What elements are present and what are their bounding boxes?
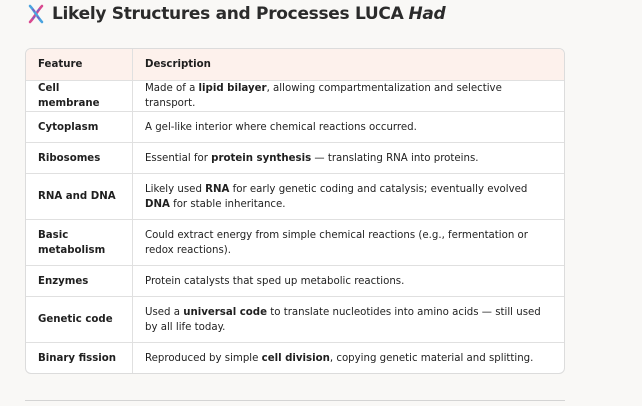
table-header-row: Feature Description <box>26 49 564 81</box>
heading-title-emphasis: Had <box>408 4 446 24</box>
description-cell: Likely used RNA for early genetic coding… <box>132 173 564 220</box>
description-text: for stable inheritance. <box>169 198 286 210</box>
section-heading: Likely Structures and Processes LUCA Had <box>26 4 446 24</box>
table-row: Basic metabolism Could extract energy fro… <box>26 219 564 266</box>
feature-cell: Enzymes <box>26 265 133 297</box>
description-cell: A gel-like interior where chemical react… <box>132 111 564 143</box>
feature-cell: RNA and DNA <box>26 173 133 220</box>
description-text: for early genetic coding and catalysis; … <box>229 183 528 195</box>
heading-title: Likely Structures and Processes LUCA <box>52 4 404 24</box>
table-row: Enzymes Protein catalysts that sped up me… <box>26 265 564 297</box>
description-text: Used a <box>145 306 184 318</box>
description-text: Could extract energy from simple chemica… <box>145 229 528 256</box>
description-text: , allowing compartmentalization and sele… <box>145 83 502 109</box>
description-text: Protein catalysts that sped up metabolic… <box>145 275 405 287</box>
feature-cell: Ribosomes <box>26 142 133 174</box>
table-row: Cytoplasm A gel-like interior where chemi… <box>26 111 564 143</box>
description-text: , copying genetic material and splitting… <box>329 352 534 364</box>
dna-icon <box>28 4 44 24</box>
description-cell: Could extract energy from simple chemica… <box>132 219 564 266</box>
description-text: Likely used <box>145 183 206 195</box>
column-header-feature: Feature <box>26 49 133 81</box>
description-emphasis: DNA <box>145 198 170 210</box>
description-cell: Used a universal code to translate nucle… <box>132 296 564 343</box>
description-cell: Protein catalysts that sped up metabolic… <box>132 265 564 297</box>
column-header-description: Description <box>132 49 564 81</box>
description-text: Reproduced by simple <box>145 352 262 364</box>
divider <box>25 400 565 401</box>
feature-cell: Cell membrane <box>26 80 133 112</box>
description-text: to translate nucleotides into amino acid… <box>145 306 541 333</box>
description-emphasis: universal code <box>183 306 268 318</box>
feature-cell: Basic metabolism <box>26 219 133 266</box>
description-emphasis: lipid bilayer <box>198 83 267 94</box>
description-emphasis: RNA <box>205 183 230 195</box>
description-text: Essential for <box>145 152 212 164</box>
description-cell: Reproduced by simple cell division, copy… <box>133 343 565 374</box>
feature-cell: Binary fission <box>26 342 133 373</box>
description-cell: Essential for protein synthesis — transl… <box>132 142 564 174</box>
description-text: — translating RNA into proteins. <box>311 152 479 164</box>
description-text: A gel-like interior where chemical react… <box>145 121 417 133</box>
description-emphasis: protein synthesis <box>211 152 312 164</box>
feature-cell: Genetic code <box>26 296 133 343</box>
description-emphasis: cell division <box>261 352 330 364</box>
description-text: Made of a <box>145 83 199 94</box>
description-cell: Made of a lipid bilayer, allowing compar… <box>132 80 564 112</box>
feature-cell: Cytoplasm <box>26 111 133 143</box>
